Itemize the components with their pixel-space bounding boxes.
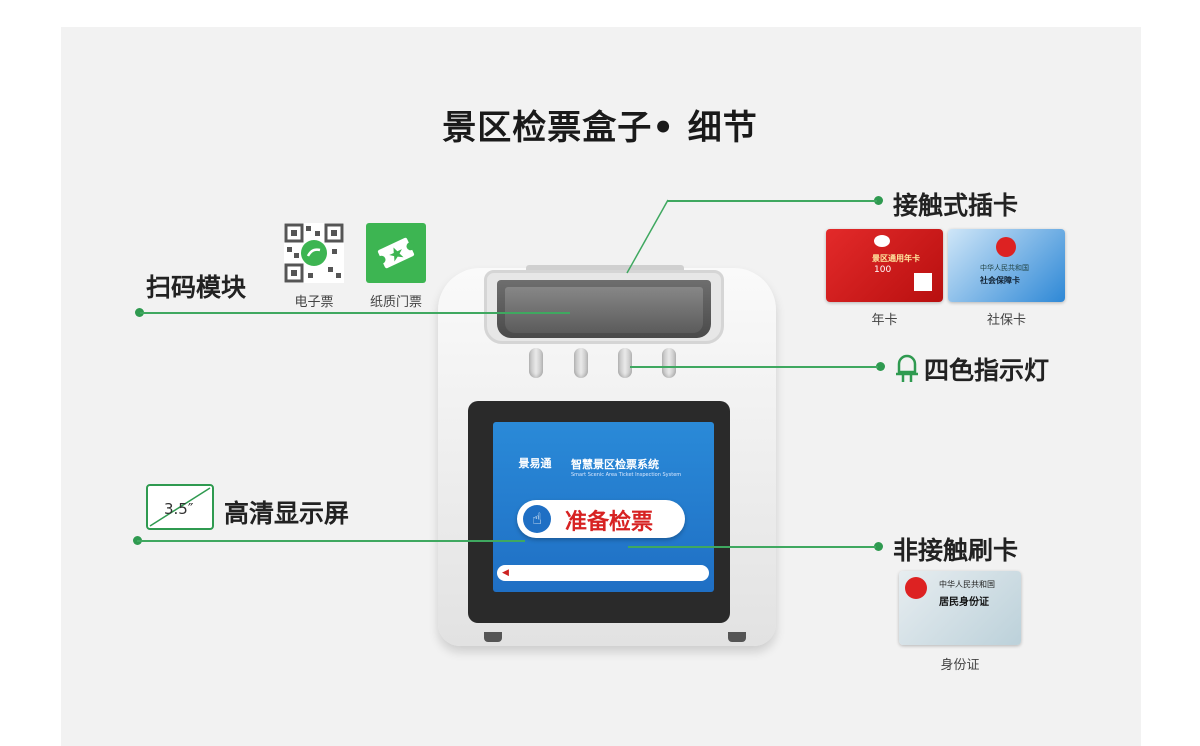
callout-dot [874,196,883,205]
indicator-light [662,348,676,378]
hand-icon: ☝ [523,505,551,533]
callout-dot [876,362,885,371]
page-title: 景区检票盒子• 细节 [442,108,758,148]
callout-line [667,200,877,202]
qr-code-icon [284,223,344,283]
ready-button-label: 准备检票 [565,510,654,535]
id-card-image: 中华人民共和国 居民身份证 [899,571,1021,645]
ready-button: ☝ 准备检票 [517,500,685,538]
id-card-country: 中华人民共和国 [939,580,995,589]
device-screen: 景易通 智慧景区检票系统 Smart Scenic Area Ticket In… [493,422,714,592]
indicator-light [618,348,632,378]
callout-line [626,199,669,274]
annual-card-amount: 100 [874,265,892,275]
callout-dot [874,542,883,551]
display-label: 高清显示屏 [224,499,350,528]
screen-size-value: 3.5″ [164,500,194,518]
card-qr-icon [914,273,932,291]
social-card-name: 社会保障卡 [980,276,1020,285]
bulb-icon [896,354,918,382]
paper-ticket-icon [366,223,426,283]
emblem-icon [905,577,927,599]
device-foot [728,632,746,642]
screen-size-icon: 3.5″ [146,484,214,530]
paper-ticket-caption: 纸质门票 [369,295,422,310]
callout-dot [135,308,144,317]
scan-window-glass [505,287,703,333]
card-slot [526,265,684,273]
emblem-icon [996,237,1016,257]
indicator-label: 四色指示灯 [924,356,1050,385]
screen-system-subtitle: Smart Scenic Area Ticket Inspection Syst… [571,472,682,478]
device-foot [484,632,502,642]
contact-card-label: 接触式插卡 [893,191,1019,220]
screen-system-name: 智慧景区检票系统 [571,458,659,471]
screen-logo: 景易通 [518,457,552,470]
callout-line [137,540,525,542]
social-card-image: 中华人民共和国 社会保障卡 [948,229,1065,302]
callout-line [630,366,878,368]
e-ticket-caption: 电子票 [294,295,334,310]
scan-module-label: 扫码模块 [146,273,247,302]
id-card-caption: 身份证 [940,658,980,673]
social-card-caption: 社保卡 [986,313,1026,328]
callout-line [628,546,876,548]
indicator-light [529,348,543,378]
id-card-name: 居民身份证 [939,597,989,608]
social-card-country: 中华人民共和国 [980,264,1029,272]
callout-line [140,312,570,314]
contactless-label: 非接触刷卡 [893,536,1019,565]
progress-bar: ◀ [497,565,709,581]
annual-card-caption: 年卡 [871,313,898,328]
annual-card-name: 景区通用年卡 [872,254,920,263]
card-logo-icon [874,235,890,247]
annual-card-image: 景区通用年卡 100 [826,229,943,302]
indicator-light [574,348,588,378]
speaker-icon: ◀ [502,568,509,578]
